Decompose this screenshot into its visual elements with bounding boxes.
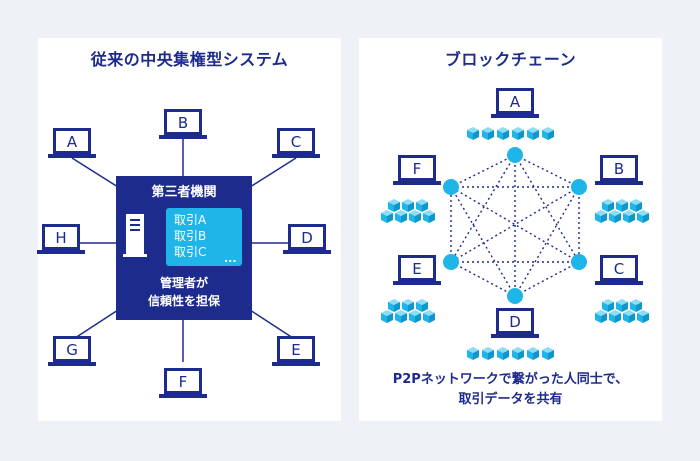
ledger-box — [166, 208, 242, 266]
blockchain-caption-line2: 取引データを共有 — [458, 392, 563, 407]
peer-label-c: C — [614, 260, 624, 278]
laptop-icon: D — [491, 308, 539, 338]
ledger-cubes-e — [381, 299, 435, 323]
laptop-icon: G — [48, 336, 96, 366]
centralized-title: 従来の中央集権型システム — [90, 50, 289, 69]
node-label-h: H — [55, 229, 66, 247]
node-label-a: A — [67, 133, 78, 151]
peer-label-e: E — [412, 260, 421, 278]
node-label-d: D — [301, 229, 313, 247]
laptop-icon: D — [283, 224, 331, 254]
laptop-icon: B — [595, 155, 643, 185]
laptop-icon: H — [37, 224, 85, 254]
third-party-authority-box: 第三者機関 取引A 取引B 取引C ... 管理者が 信頼性を担保 — [116, 176, 252, 320]
authority-caption-line1: 管理者が — [160, 275, 208, 290]
authority-title: 第三者機関 — [151, 184, 216, 200]
laptop-icon: A — [48, 128, 96, 158]
peer-label-f: F — [413, 160, 422, 178]
node-label-b: B — [178, 114, 188, 132]
laptop-icon: E — [393, 255, 441, 285]
peer-label-d: D — [509, 313, 521, 331]
p2p-nodes — [443, 147, 587, 304]
laptop-icon: C — [272, 128, 320, 158]
record-a: 取引A — [174, 213, 207, 227]
blockchain-title: ブロックチェーン — [444, 50, 577, 69]
laptop-icon: B — [159, 109, 207, 139]
blockchain-caption-line1: P2Pネットワークで繋がった人同士で、 — [392, 372, 629, 387]
authority-caption-line2: 信頼性を担保 — [148, 293, 221, 308]
central-connections — [60, 139, 300, 362]
ledger-cubes-f — [381, 199, 435, 223]
laptop-icon: F — [159, 368, 207, 398]
ledger-cubes-b — [595, 199, 649, 223]
ledger-cubes-a — [467, 127, 554, 140]
ledger-cubes-d — [467, 347, 554, 360]
record-b: 取引B — [174, 229, 206, 243]
node-label-g: G — [66, 341, 78, 359]
node-label-e: E — [291, 341, 300, 359]
record-ellipsis: ... — [224, 252, 237, 265]
node-label-f: F — [179, 373, 188, 391]
ledger-cubes-c — [595, 299, 649, 323]
server-icon — [123, 214, 147, 257]
laptop-icon: E — [272, 336, 320, 366]
peer-label-a: A — [510, 93, 521, 111]
p2p-mesh — [450, 154, 580, 297]
record-c: 取引C — [174, 245, 206, 259]
laptop-icon: C — [595, 255, 643, 285]
laptop-icon: A — [491, 88, 539, 118]
laptop-icon: F — [393, 155, 441, 185]
node-label-c: C — [291, 133, 301, 151]
peer-label-b: B — [614, 160, 624, 178]
